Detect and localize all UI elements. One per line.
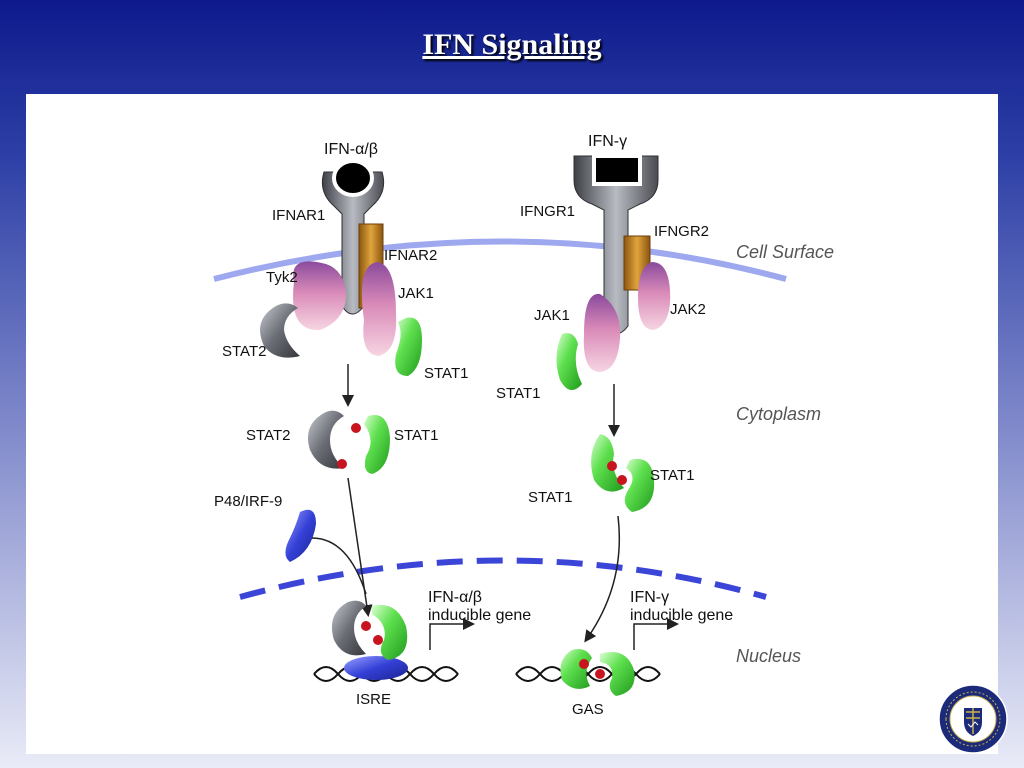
phospho-site <box>361 621 371 631</box>
stat1-dimer-right-label-b: STAT1 <box>528 489 572 506</box>
stat1-right-label: STAT1 <box>496 385 540 402</box>
transcription-arrow-right <box>633 618 679 650</box>
stat2-label: STAT2 <box>222 343 266 360</box>
dna-gas <box>515 666 661 682</box>
cell-surface-label: Cell Surface <box>736 242 834 262</box>
stat1-phospho-protein-b <box>624 458 655 512</box>
right-gene-line1: IFN-γ <box>630 589 669 606</box>
stat1-nuclear-b <box>600 652 635 696</box>
left-gene-line2: inducible gene <box>428 607 531 624</box>
gaf-complex <box>515 649 661 696</box>
stat1-left-label: STAT1 <box>424 365 468 382</box>
ifnar-receptor-complex <box>260 159 422 376</box>
ifngr2-label: IFNGR2 <box>654 223 709 240</box>
stat2-protein <box>260 303 300 358</box>
irf9-label: P48/IRF-9 <box>214 493 282 510</box>
gas-label: GAS <box>572 701 604 718</box>
ifngr-receptor-complex <box>556 154 671 391</box>
phospho-site <box>579 659 589 669</box>
isgf3-complex <box>313 600 459 682</box>
tyk2-label: Tyk2 <box>266 269 298 286</box>
ifnar2-label: IFNAR2 <box>384 247 437 264</box>
stat1-dimer-left-label: STAT1 <box>394 427 438 444</box>
phospho-site <box>617 475 627 485</box>
phospho-site <box>337 459 347 469</box>
arrow-left-to-nucleus <box>347 477 373 617</box>
isre-label: ISRE <box>356 691 391 708</box>
ifngr1-label: IFNGR1 <box>520 203 575 220</box>
stat1-phospho-protein-left <box>364 414 390 474</box>
jak2-label: JAK2 <box>670 301 706 318</box>
cell-membrane <box>213 238 787 282</box>
stat2-dimer-label: STAT2 <box>246 427 290 444</box>
ifn-signaling-diagram: Cell Surface Cytoplasm Nucleus IFN-α/β I… <box>213 133 834 718</box>
jak1-right-label: JAK1 <box>534 307 570 324</box>
arrow-right-to-nucleus <box>584 515 621 643</box>
jak2-kinase <box>638 262 671 330</box>
ifn-gamma-ligand <box>592 154 642 186</box>
stat1-protein-left <box>395 317 422 376</box>
nuclear-membrane <box>239 557 767 600</box>
cytoplasm-label: Cytoplasm <box>736 404 821 424</box>
tyk2-kinase <box>293 261 346 331</box>
irf9-bound <box>344 656 408 680</box>
stat1-nuclear-left <box>372 604 408 660</box>
jak1-left-label: JAK1 <box>398 285 434 302</box>
stat1-protein-right <box>556 333 582 391</box>
slide-title: IFN Signaling <box>422 28 602 61</box>
ifnar1-label: IFNAR1 <box>272 207 325 224</box>
ifn-alpha-beta-label: IFN-α/β <box>324 141 378 158</box>
left-gene-line1: IFN-α/β <box>428 589 482 606</box>
irf9-protein <box>285 509 316 562</box>
nucleus-label: Nucleus <box>736 646 801 666</box>
stat1-phospho-protein-a <box>591 434 624 492</box>
phospho-site <box>595 669 605 679</box>
phospho-site <box>373 635 383 645</box>
ifnar1-receptor <box>321 171 385 315</box>
stat1-nuclear-a <box>560 649 592 689</box>
stat2-stat1-dimer <box>308 410 390 474</box>
university-seal-logo <box>938 684 1008 754</box>
jak1-kinase-left <box>361 262 397 356</box>
stat2-nuclear <box>331 600 366 656</box>
right-gene-line2: inducible gene <box>630 607 733 624</box>
arrow-irf9-joins <box>311 537 367 595</box>
phospho-site <box>607 461 617 471</box>
diagram-panel: Cell Surface Cytoplasm Nucleus IFN-α/β I… <box>26 94 998 754</box>
stat1-homodimer <box>591 434 655 512</box>
stat1-dimer-right-label-a: STAT1 <box>650 467 694 484</box>
ifn-alpha-beta-ligand <box>332 159 374 197</box>
jak1-kinase-right <box>583 293 621 372</box>
transcription-arrow-left <box>429 618 475 650</box>
stat2-phospho-protein <box>308 410 344 469</box>
phospho-site <box>351 423 361 433</box>
ifn-gamma-label: IFN-γ <box>588 133 627 150</box>
